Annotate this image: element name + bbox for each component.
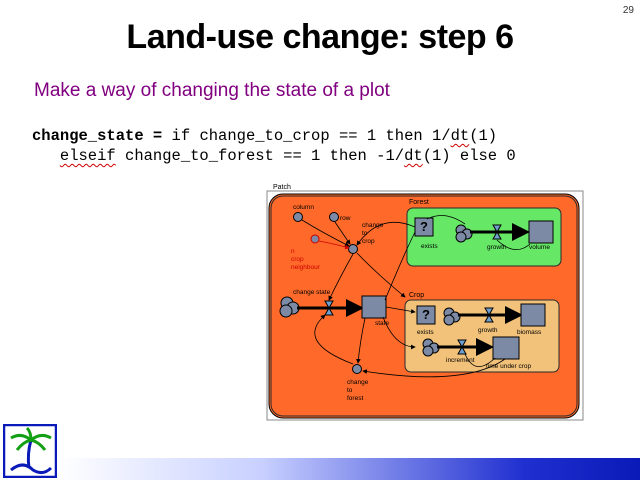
state-stock[interactable] <box>361 295 387 319</box>
code-line2-indent <box>32 147 60 165</box>
column-variable[interactable] <box>293 212 303 222</box>
code-line2-dt: dt <box>404 147 423 165</box>
change-state-cloud-icon <box>279 296 300 318</box>
change-to-crop-label-1: change <box>362 222 384 229</box>
change-state-label: change state <box>293 289 331 296</box>
increment-cloud-icon <box>422 338 440 357</box>
crop-cloud-icon <box>443 307 461 326</box>
forest-label: Forest <box>409 199 429 206</box>
footer-gradient-bar <box>58 458 640 480</box>
change-to-forest-label-3: forest <box>347 395 363 402</box>
slide-title: Land-use change: step 6 <box>126 18 514 56</box>
forest-exists-question-icon: ? <box>420 219 428 234</box>
time-under-crop-stock[interactable] <box>492 336 520 360</box>
crop-exists-question-icon: ? <box>422 307 430 322</box>
slide-number: 29 <box>622 5 634 16</box>
time-under-crop-label: time under crop <box>486 363 532 370</box>
code-line2-pre: change_to_forest == 1 then -1/ <box>115 147 405 165</box>
crop-growth-flow[interactable] <box>484 307 494 323</box>
change-to-crop-label-3: crop <box>362 238 375 245</box>
change-to-crop-variable[interactable] <box>348 244 358 254</box>
crop-neighbour-label-3: neighbour <box>291 264 321 271</box>
volume-stock[interactable] <box>528 220 554 244</box>
increment-label: increment <box>446 357 475 364</box>
crop-label: Crop <box>409 292 424 299</box>
code-keyword-change-state: change_state = <box>32 127 163 145</box>
row-label: row <box>340 215 351 222</box>
forest-exists-label: exists <box>421 243 438 250</box>
state-label: state <box>375 320 389 327</box>
crop-neighbour-label-2: crop <box>291 256 304 263</box>
change-to-forest-label-1: change <box>347 379 369 386</box>
forest-submodel[interactable] <box>406 207 562 267</box>
code-line1-pre: if change_to_crop == 1 then 1/ <box>162 127 451 145</box>
patch-label: Patch <box>273 184 291 191</box>
column-label: column <box>293 204 314 211</box>
change-to-crop-label-2: to <box>362 230 368 237</box>
code-line1-dt: dt <box>450 127 470 145</box>
slide-subtitle: Make a way of changing the state of a pl… <box>34 80 390 101</box>
change-to-forest-variable[interactable] <box>352 364 362 374</box>
code-keyword-elseif: elseif <box>59 147 116 165</box>
crop-exists-label: exists <box>417 329 434 336</box>
row-variable[interactable] <box>329 212 339 222</box>
code-block: change_state = if change_to_crop == 1 th… <box>32 126 516 166</box>
crop-neighbour-variable[interactable] <box>310 234 320 244</box>
change-to-forest-label-2: to <box>347 387 353 394</box>
forest-growth-label: growth <box>487 244 507 251</box>
increment-flow[interactable] <box>457 339 467 355</box>
crop-neighbour-label-1: n <box>291 248 295 255</box>
biomass-stock[interactable] <box>520 303 546 327</box>
biomass-label: biomass <box>517 329 542 336</box>
forest-cloud-icon <box>455 224 473 243</box>
crop-neighbour-link <box>318 240 350 250</box>
crop-exists-variable[interactable] <box>416 305 436 325</box>
model-diagram: Patch Forest ? exists growth volume Crop… <box>266 184 584 421</box>
crop-growth-label: growth <box>478 327 498 334</box>
code-line1-post: (1) <box>469 127 498 145</box>
code-line2-post: (1) else 0 <box>422 147 516 165</box>
palm-tree-logo-icon <box>3 424 57 478</box>
forest-growth-flow[interactable] <box>492 224 502 240</box>
volume-label: volume <box>529 244 550 251</box>
influence-links <box>301 215 531 378</box>
